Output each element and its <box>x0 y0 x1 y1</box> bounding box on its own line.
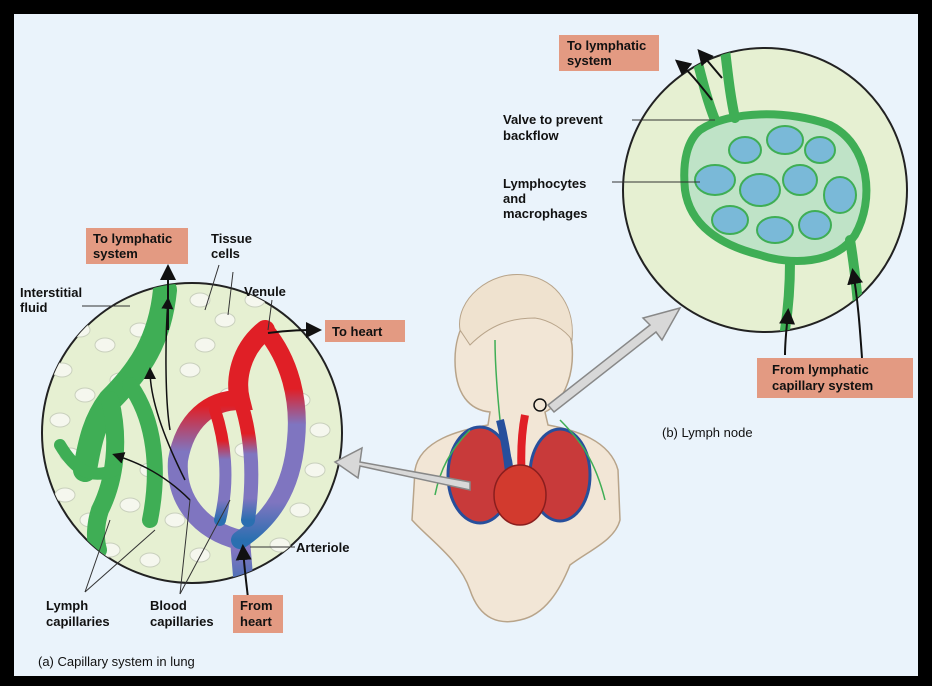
panel-a-caption: (a) Capillary system in lung <box>38 654 195 669</box>
lymph-capillaries-label-1: Lymph <box>46 598 88 613</box>
lymphocytes-label-2: and <box>503 191 526 206</box>
from-lymphatic-label-1: From lymphatic <box>772 362 869 377</box>
lymph-node-icon <box>623 40 907 332</box>
from-heart-box: From heart <box>233 595 283 633</box>
lymph-capillaries-label-2: capillaries <box>46 614 110 629</box>
blood-capillaries-label-2: capillaries <box>150 614 214 629</box>
to-lymphatic-label-a-2: system <box>93 246 138 261</box>
panel-b-caption: (b) Lymph node <box>662 425 753 440</box>
lymphocytes-label-1: Lymphocytes <box>503 176 586 191</box>
to-heart-box: To heart <box>325 320 405 342</box>
from-heart-label-2: heart <box>240 614 272 629</box>
from-heart-label-1: From <box>240 598 273 613</box>
to-lymphatic-label-b-2: system <box>567 53 612 68</box>
body-figure-icon <box>412 274 620 621</box>
to-heart-label: To heart <box>332 324 383 339</box>
valve-label-1: Valve to prevent <box>503 112 603 127</box>
to-lymphatic-box-a: To lymphatic system <box>86 228 188 264</box>
to-lymphatic-label-b-1: To lymphatic <box>567 38 646 53</box>
venule-label: Venule <box>244 284 286 299</box>
interstitial-fluid-label-2: fluid <box>20 300 47 315</box>
tissue-cells-label-1: Tissue <box>211 231 252 246</box>
blood-capillaries-label-1: Blood <box>150 598 187 613</box>
arteriole-label: Arteriole <box>296 540 349 555</box>
from-lymphatic-box: From lymphatic capillary system <box>757 358 913 398</box>
to-lymphatic-label-a-1: To lymphatic <box>93 231 172 246</box>
from-lymphatic-label-2: capillary system <box>772 378 873 393</box>
valve-label-2: backflow <box>503 128 560 143</box>
tissue-cells-label-2: cells <box>211 246 240 261</box>
interstitial-fluid-label-1: Interstitial <box>20 285 82 300</box>
to-lymphatic-box-b: To lymphatic system <box>559 35 659 71</box>
lymphocytes-label-3: macrophages <box>503 206 588 221</box>
